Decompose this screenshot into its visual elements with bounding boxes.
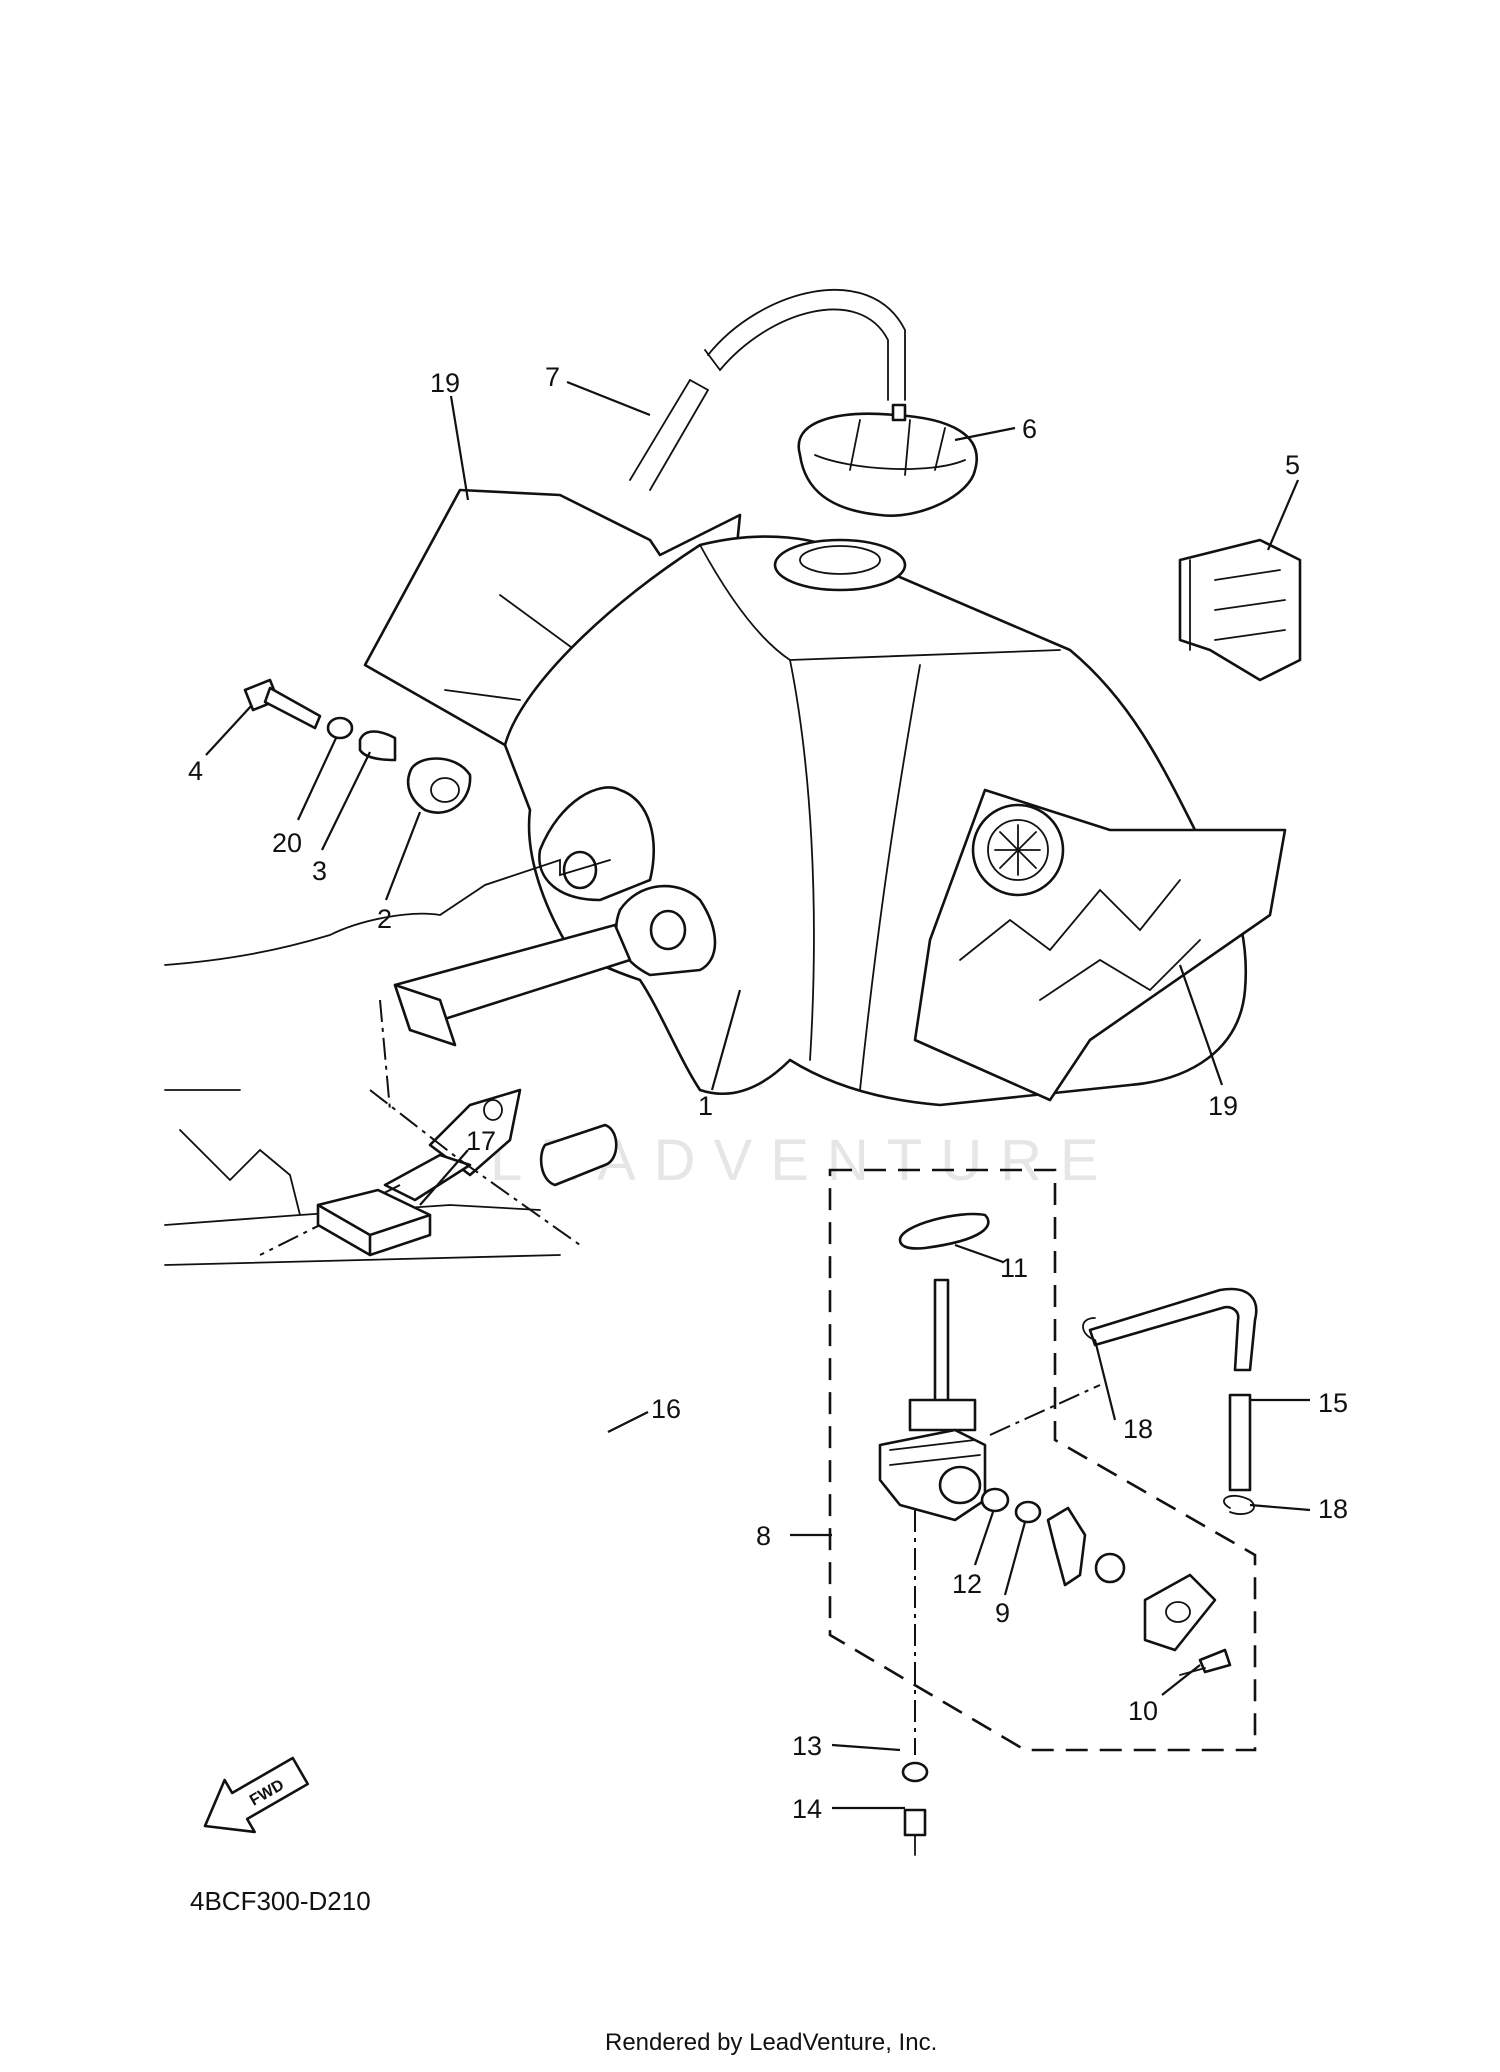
grommet [406, 757, 472, 814]
gasket [898, 1212, 990, 1250]
collar [358, 730, 397, 762]
fwd-arrow-icon [203, 1756, 310, 1834]
callout-6: 6 [1022, 414, 1037, 444]
diagram-code: 4BCF300-D210 [190, 1886, 371, 1916]
callout-8: 8 [756, 1521, 771, 1551]
fuel-cock-assembly [828, 1168, 1258, 1856]
hose-clip-lower [1223, 1495, 1255, 1515]
lever-plate [1143, 1573, 1217, 1652]
o-ring-9 [1014, 1500, 1042, 1524]
wave-washer [1094, 1552, 1126, 1584]
washer [326, 716, 354, 740]
callout-14: 14 [792, 1794, 822, 1824]
washer-13 [901, 1761, 929, 1783]
callout-9: 9 [995, 1598, 1010, 1628]
hose-clip-upper [1082, 1317, 1096, 1341]
leader-lines [205, 380, 1311, 1810]
callout-5: 5 [1285, 450, 1300, 480]
callout-7: 7 [545, 362, 560, 392]
callout-4: 4 [188, 756, 203, 786]
fuel-cock-boundary [828, 1168, 1257, 1752]
callout-19-right: 19 [1208, 1091, 1238, 1121]
o-ring-12 [980, 1487, 1010, 1513]
callout-18-lower: 18 [1318, 1494, 1348, 1524]
fuel-tank-assembly [243, 288, 1302, 1107]
callout-2: 2 [377, 904, 392, 934]
tank-damper [1178, 538, 1302, 682]
callout-19-top: 19 [430, 368, 460, 398]
callout-17: 17 [466, 1126, 496, 1156]
callout-10: 10 [1128, 1696, 1158, 1726]
callout-11: 11 [1000, 1253, 1028, 1283]
callout-16: 16 [651, 1394, 681, 1424]
callout-20: 20 [272, 828, 302, 858]
filler-neck [773, 538, 907, 592]
callout-13: 13 [792, 1731, 822, 1761]
callout-3: 3 [312, 856, 327, 886]
screw-14 [903, 1808, 927, 1837]
damper-16 [539, 1123, 618, 1187]
breather-hose [629, 379, 709, 491]
callout-12: 12 [952, 1569, 982, 1599]
callout-18-upper: 18 [1123, 1414, 1153, 1444]
callout-labels: 19 7 6 5 4 20 3 2 1 19 17 16 11 18 15 18… [188, 362, 1348, 1824]
fuel-cock-stem [933, 1278, 950, 1412]
fwd-arrow: FWD [203, 1756, 310, 1834]
lever-knob [1046, 1506, 1087, 1587]
frame-damper-detail [164, 858, 632, 1266]
fuel-hose [1088, 1287, 1258, 1372]
footer-credit: Rendered by LeadVenture, Inc. [605, 2029, 937, 2056]
callout-1: 1 [698, 1091, 713, 1121]
fuel-cap [797, 412, 978, 517]
callout-15: 15 [1318, 1388, 1348, 1418]
frame-outline [164, 858, 611, 1266]
damper-17 [316, 1188, 432, 1257]
